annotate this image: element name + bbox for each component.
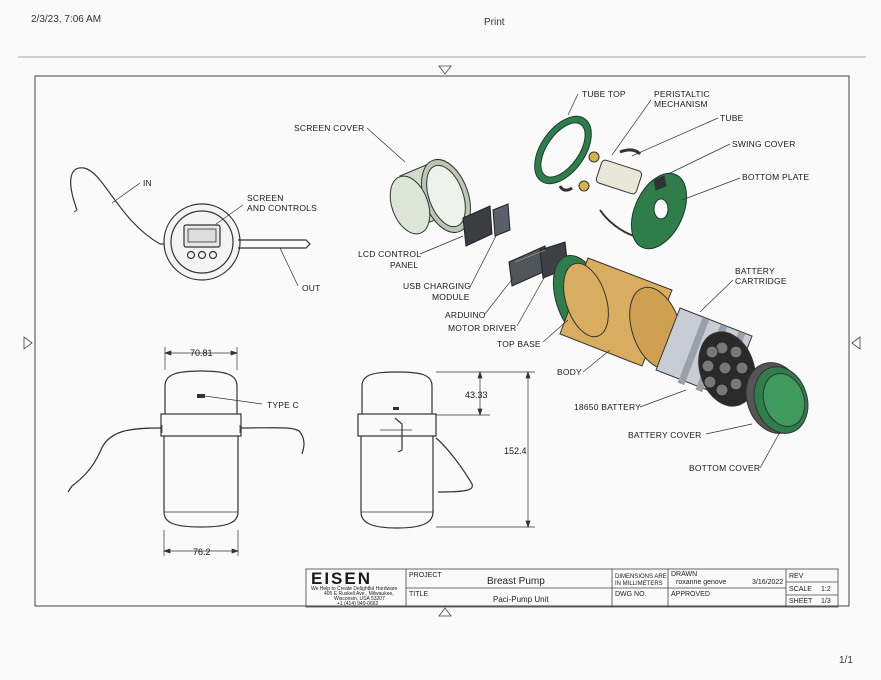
side-view-left [67,370,305,528]
right-center-mark [851,336,861,350]
label-module: MODULE [432,292,470,302]
label-battery-cover: BATTERY COVER [628,430,702,440]
label-swing-cover: SWING COVER [732,139,796,149]
dims-note-1: DIMENSIONS ARE [615,574,667,580]
label-out: OUT [302,283,321,293]
drawn-by: roxanne genove [676,579,727,586]
label-18650-battery: 18650 BATTERY [574,402,642,412]
project-value: Breast Pump [487,576,545,587]
label-screen: SCREEN [247,193,284,203]
dim-cap-height: 43.33 [465,390,488,400]
label-top-base: TOP BASE [497,339,541,349]
label-mechanism: MECHANISM [654,99,708,109]
project-label: PROJECT [409,572,442,579]
dim-bottom-width: 76.2 [193,547,211,557]
company-phone: +1 (414) 949-0662 [337,601,379,607]
side-view-right [357,371,473,529]
title-label: TITLE [409,591,429,598]
dims-note-2: IN MILLIMETERS [615,581,663,587]
label-battery: BATTERY [735,266,775,276]
label-peristaltic: PERISTALTIC [654,89,710,99]
company-address-1: 405 E Ruskell Ave., Milwaukee, [324,591,394,597]
drawn-date: 3/16/2022 [752,579,784,586]
label-in: IN [143,178,152,188]
label-bottom-cover: BOTTOM COVER [689,463,761,473]
drawing-frame [34,75,850,607]
label-bottom-plate: BOTTOM PLATE [742,172,810,182]
title-block-frame [305,568,839,608]
label-usb-charging: USB CHARGING [403,281,472,291]
scale-label: SCALE [789,586,812,593]
label-lcd-control: LCD CONTROL [358,249,422,259]
battery-cartridge-part [655,307,756,407]
bottom-center-mark [438,607,452,617]
sheet-label: SHEET [789,598,813,605]
rev-label: REV [789,573,804,580]
label-body: BODY [557,367,582,377]
label-tube-top: TUBE TOP [582,89,626,99]
left-center-mark [23,336,33,350]
front-view [70,167,311,281]
label-type-c: TYPE C [267,400,299,410]
bottom-plate-part [630,172,688,250]
body-assembly [552,255,683,370]
page-count: 1/1 [839,655,853,666]
print-datetime: 2/3/23, 7:06 AM [31,14,102,25]
print-title: Print [484,17,505,28]
scale-value: 1:2 [821,586,831,593]
lcd-panel-part [462,203,511,247]
dwg-no-label: DWG NO. [615,591,647,598]
label-arduino: ARDUINO [445,310,486,320]
label-cartridge: CARTRIDGE [735,276,787,286]
sheet-value: 1/3 [821,598,831,605]
tube-top-part [534,115,592,185]
label-panel: PANEL [390,260,419,270]
label-motor-driver: MOTOR DRIVER [448,323,517,333]
company-tagline: We Help to Create Delightful Hardware [311,586,398,592]
company-address-2: Wisconsin, USA 53207 [334,596,385,602]
peristaltic-mechanism-part [558,148,643,237]
approved-label: APPROVED [671,591,710,598]
title-value: Paci-Pump Unit [493,595,549,604]
label-tube: TUBE [720,113,744,123]
top-center-mark [438,65,452,75]
battery-cover-part [745,362,809,434]
dim-total-height: 152.4 [504,446,527,456]
screen-cover-part [389,159,471,235]
label-screen-cover: SCREEN COVER [294,123,365,133]
dim-top-width: 70.81 [190,348,213,358]
label-and-controls: AND CONTROLS [247,203,317,213]
company-logo: EISEN [311,569,373,588]
drawn-label: DRAWN [671,571,698,578]
